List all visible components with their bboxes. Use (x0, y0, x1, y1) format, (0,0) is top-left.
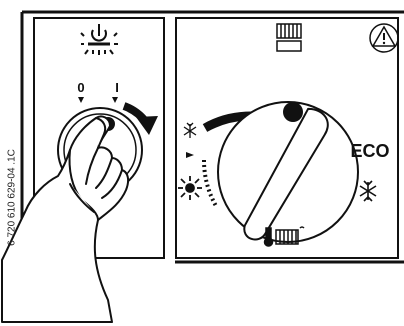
frost-range-arc (201, 159, 218, 207)
warning-triangle-icon (369, 23, 399, 53)
radiator-icon (276, 23, 302, 52)
eco-label: ECO (350, 141, 389, 161)
power-standby-icon (80, 24, 118, 55)
knob-indicator-dot (283, 102, 303, 122)
temperature-knob[interactable] (217, 101, 359, 249)
switch-on-marker (112, 97, 118, 103)
left-panel-frame (33, 17, 165, 259)
figure-code: 6 720 610 629-04 .1C (6, 149, 18, 246)
knob-grip (243, 107, 329, 241)
switch-off-marker (78, 97, 84, 103)
hand-illustration (1, 115, 130, 323)
frost-protection-icon (183, 122, 197, 138)
sun-comfort-icon (178, 176, 202, 200)
switch-on-label: I (115, 80, 119, 95)
snowflake-icon (359, 180, 377, 202)
frost-position-marker (186, 152, 194, 158)
switch-off-label: 0 (77, 80, 84, 95)
rotation-arrow-icon (122, 102, 158, 135)
right-panel-frame (175, 17, 399, 259)
thermometer-radiator-icon (263, 226, 305, 247)
